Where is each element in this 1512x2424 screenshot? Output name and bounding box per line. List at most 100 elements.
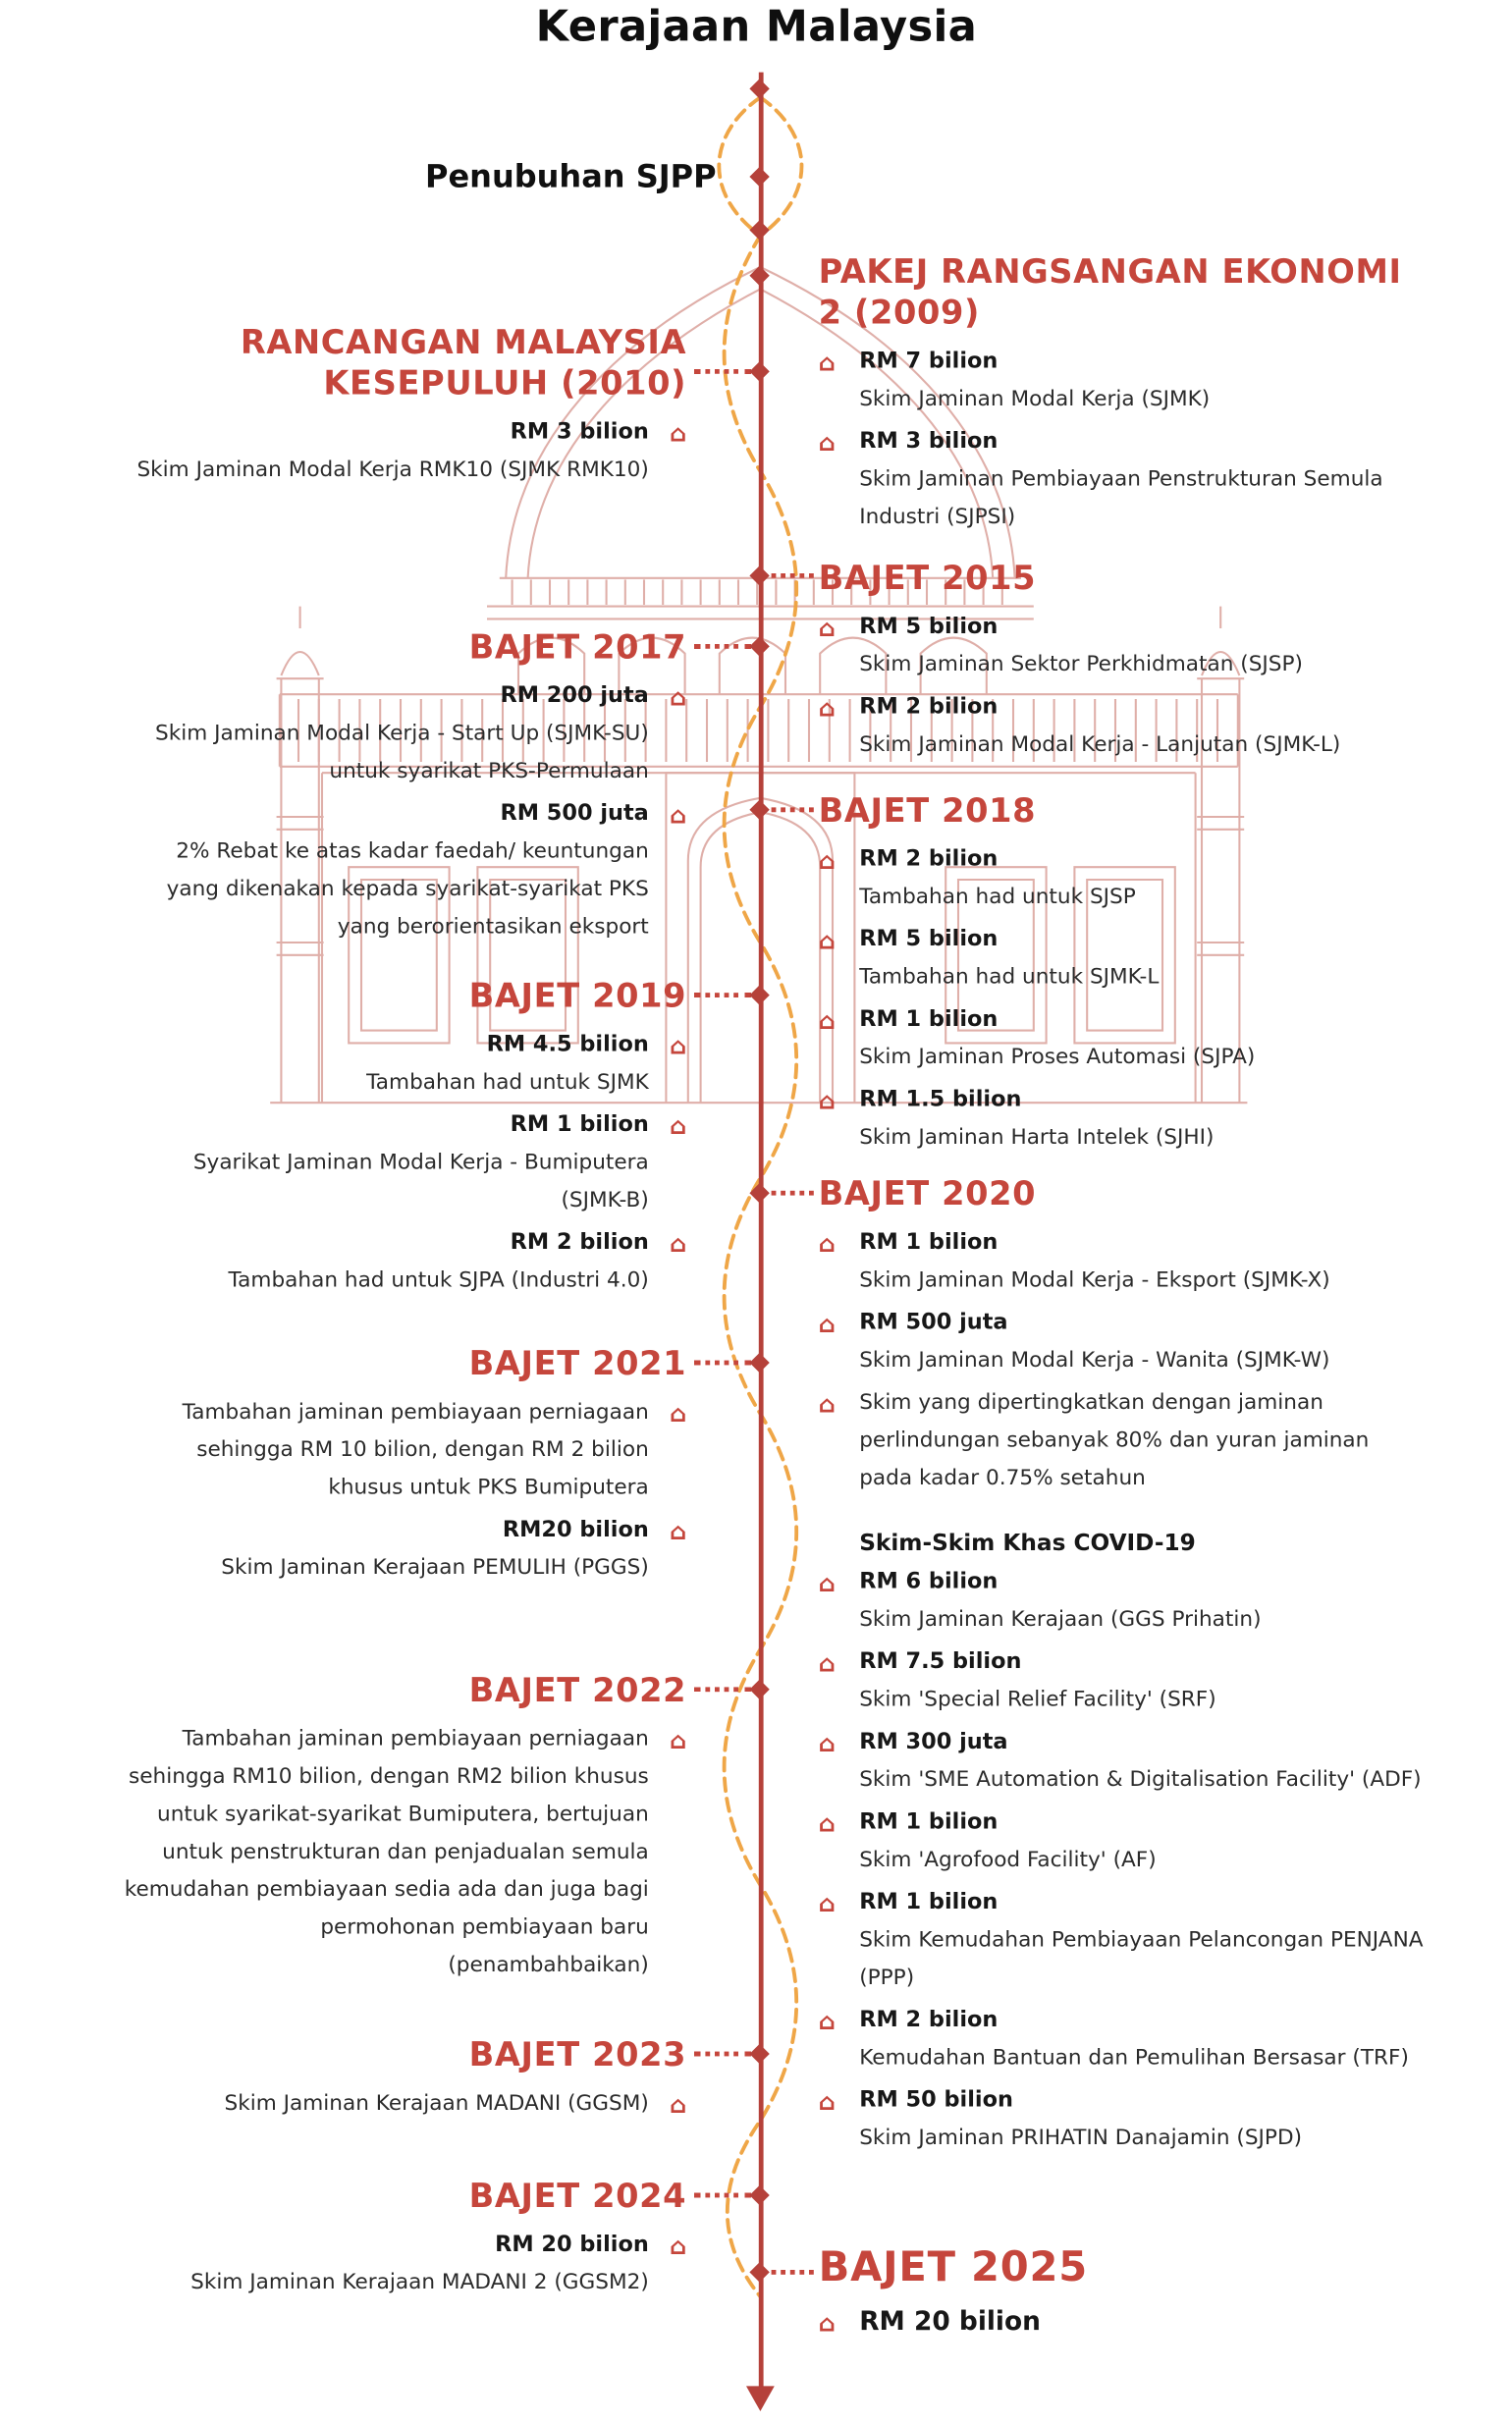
scheme-desc: Tambahan had untuk SJPA (Industri 4.0) <box>228 1267 649 1293</box>
bank-icon: ⌂ <box>818 614 836 643</box>
page-title: Kerajaan Malaysia <box>535 3 978 52</box>
scheme-item: ⌂ RM 7.5 bilion Skim 'Special Relief Fac… <box>819 1643 1424 1719</box>
timeline-node <box>749 566 770 586</box>
amount-label: RM20 bilion <box>502 1517 649 1543</box>
scheme-item: ⌂ Tambahan jaminan pembiayaan perniagaan… <box>121 1720 686 1984</box>
amount-label: RM 20 bilion <box>495 2232 649 2258</box>
section-heading: PAKEJ RANGSANGAN EKONOMI 2 (2009) <box>818 252 1402 332</box>
bank-icon: ⌂ <box>818 1889 836 1918</box>
amount-label: RM 4.5 bilion <box>486 1032 649 1057</box>
timeline-node <box>749 636 770 657</box>
amount-label: RM 3 bilion <box>510 419 649 445</box>
scheme-item: ⌂ RM 500 juta 2% Rebat ke atas kadar fae… <box>121 795 687 946</box>
timeline-node <box>749 1679 770 1699</box>
timeline-node <box>749 1352 770 1374</box>
connector-dots <box>694 993 751 997</box>
scheme-desc: Skim Jaminan Modal Kerja RMK10 (SJMK RMK… <box>136 457 649 483</box>
scheme-desc: Skim Jaminan Kerajaan (GGS Prihatin) <box>859 1606 1262 1633</box>
scheme-desc: Skim Jaminan PRIHATIN Danajamin (SJPD) <box>859 2125 1303 2151</box>
scheme-desc: Skim 'Special Relief Facility' (SRF) <box>859 1687 1216 1712</box>
amount-label: RM 7 bilion <box>859 349 999 374</box>
bank-icon: ⌂ <box>818 1649 836 1678</box>
section-heading: BAJET 2015 <box>818 559 1037 597</box>
bank-icon: ⌂ <box>670 683 687 712</box>
amount-label: RM 200 juta <box>500 683 649 709</box>
amount-label: RM 7.5 bilion <box>859 1649 1022 1675</box>
covid-subheading: Skim-Skim Khas COVID-19 <box>859 1532 1196 1557</box>
scheme-desc: Syarikat Jaminan Modal Kerja - Bumiputer… <box>192 1150 649 1213</box>
section-bajet-2022: BAJET 2022 ⌂ Tambahan jaminan pembiayaan… <box>121 1670 686 1989</box>
scheme-desc: Skim Jaminan Kerajaan MADANI 2 (GGSM2) <box>190 2270 649 2295</box>
connector-dots <box>694 369 751 374</box>
scheme-desc: Skim Jaminan Harta Intelek (SJHI) <box>859 1124 1215 1151</box>
scheme-desc: Skim Jaminan Proses Automasi (SJPA) <box>859 1045 1256 1070</box>
amount-label: RM 5 bilion <box>859 927 999 952</box>
section-heading: BAJET 2022 <box>468 1671 687 1709</box>
amount-label: RM 6 bilion <box>859 1569 999 1594</box>
connector-dots <box>771 2270 814 2275</box>
scheme-item: ⌂ RM 1 bilion Syarikat Jaminan Modal Ker… <box>121 1105 686 1218</box>
bank-icon: ⌂ <box>670 1032 687 1060</box>
section-heading: BAJET 2023 <box>468 2035 687 2074</box>
section-bajet-2017: BAJET 2017 ⌂ RM 200 juta Skim Jaminan Mo… <box>121 626 686 950</box>
amount-label: RM 50 bilion <box>859 2087 1013 2113</box>
section-heading: BAJET 2025 <box>818 2244 1089 2292</box>
timeline-node <box>749 2043 770 2065</box>
section-heading: BAJET 2019 <box>468 977 687 1015</box>
scheme-item: ⌂ RM 1.5 bilion Skim Jaminan Harta Intel… <box>819 1081 1424 1157</box>
scheme-item: ⌂ RM 1 bilion Skim Kemudahan Pembiayaan … <box>819 1883 1424 1996</box>
section-rmk10-2010: RANCANGAN MALAYSIA KESEPULUH (2010) ⌂ RM… <box>121 322 686 493</box>
scheme-desc: Skim yang dipertingkatkan dengan jaminan… <box>859 1390 1370 1491</box>
bank-icon: ⌂ <box>670 801 687 830</box>
timeline-node <box>749 799 770 820</box>
scheme-desc: Skim Jaminan Modal Kerja - Start Up (SJM… <box>155 721 649 784</box>
bank-icon: ⌂ <box>670 419 687 448</box>
section-heading: BAJET 2021 <box>468 1344 687 1382</box>
amount-label: RM 1 bilion <box>859 1889 999 1915</box>
scheme-desc: Skim Jaminan Pembiayaan Penstrukturan Se… <box>859 466 1383 530</box>
scheme-item: ⌂ RM 5 bilion Tambahan had untuk SJMK-L <box>819 921 1424 997</box>
amount-label: RM 300 juta <box>859 1729 1008 1755</box>
scheme-desc: Skim Jaminan Sektor Perkhidmatan (SJSP) <box>859 652 1303 677</box>
scheme-item: ⌂ RM 2 bilion Tambahan had untuk SJPA (I… <box>121 1223 687 1299</box>
scheme-item: ⌂ RM 2 bilion Skim Jaminan Modal Kerja -… <box>819 688 1424 764</box>
amount-label: RM 3 bilion <box>859 428 999 455</box>
bank-icon: ⌂ <box>670 1229 687 1259</box>
scheme-desc: 2% Rebat ke atas kadar faedah/ keuntunga… <box>166 838 649 940</box>
scheme-item: ⌂ RM 5 bilion Skim Jaminan Sektor Perkhi… <box>819 608 1424 683</box>
bank-icon: ⌂ <box>818 2007 836 2036</box>
bank-icon: ⌂ <box>818 1006 836 1036</box>
amount-label: RM 2 bilion <box>510 1229 649 1256</box>
connector-dots <box>694 2051 751 2057</box>
bank-icon: ⌂ <box>670 2232 687 2261</box>
scheme-desc: Skim Jaminan Kerajaan PEMULIH (PGGS) <box>221 1555 649 1581</box>
amount-label: RM 1.5 bilion <box>859 1087 1022 1112</box>
scheme-desc: Skim Jaminan Modal Kerja (SJMK) <box>859 386 1211 412</box>
scheme-desc: Skim Jaminan Modal Kerja - Eksport (SJMK… <box>859 1267 1330 1293</box>
connector-dots <box>771 573 814 578</box>
amount-label: RM 500 juta <box>859 1310 1008 1335</box>
scheme-desc: Skim Jaminan Kerajaan MADANI (GGSM) <box>224 2090 649 2117</box>
section-heading: BAJET 2018 <box>818 791 1037 830</box>
bank-icon: ⌂ <box>818 1229 836 1259</box>
scheme-desc: Tambahan jaminan pembiayaan perniagaan s… <box>182 1399 649 1500</box>
bank-icon: ⌂ <box>670 2090 687 2120</box>
amount-label: RM 2 bilion <box>859 2007 999 2033</box>
bank-icon: ⌂ <box>818 1390 836 1419</box>
timeline-node <box>749 985 770 1005</box>
bank-icon: ⌂ <box>818 1569 836 1598</box>
connector-dots <box>694 1687 751 1693</box>
timeline-node <box>749 265 770 286</box>
scheme-item: ⌂ RM 2 bilion Kemudahan Bantuan dan Pemu… <box>819 2001 1424 2076</box>
timeline-node <box>749 166 770 188</box>
amount-label: RM 5 bilion <box>859 614 999 640</box>
section-bajet-2023: BAJET 2023 ⌂ Skim Jaminan Kerajaan MADAN… <box>121 2034 687 2127</box>
section-bajet-2024: BAJET 2024 ⌂ RM 20 bilion Skim Jaminan K… <box>121 2176 686 2306</box>
connector-dots <box>771 1190 814 1196</box>
scheme-item: ⌂ RM 1 bilion Skim Jaminan Modal Kerja -… <box>819 1223 1424 1299</box>
amount-label: RM 500 juta <box>500 801 649 827</box>
bank-icon: ⌂ <box>670 1399 687 1428</box>
bank-icon: ⌂ <box>818 846 836 876</box>
scheme-item: ⌂ RM 2 bilion Tambahan had untuk SJSP <box>819 840 1424 916</box>
scheme-item: ⌂ RM 7 bilion Skim Jaminan Modal Kerja (… <box>819 343 1424 418</box>
